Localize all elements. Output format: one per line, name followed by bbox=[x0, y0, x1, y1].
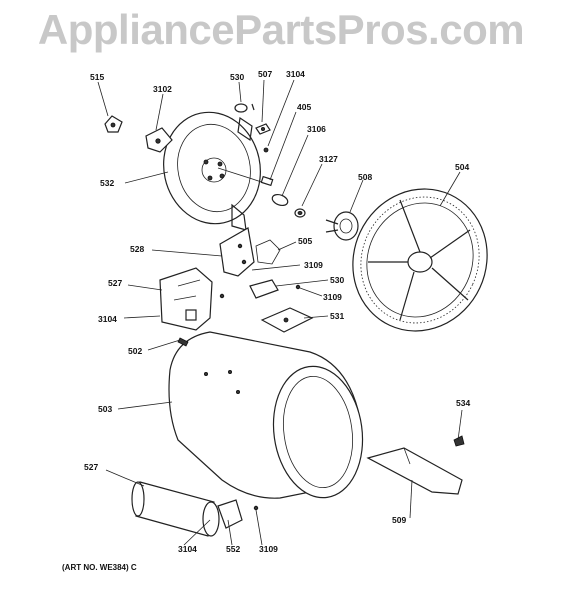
callout-3109-heater: 3109 bbox=[259, 544, 278, 554]
switch-530 bbox=[249, 279, 301, 299]
callout-labels: 515 3102 530 507 3104 405 3106 532 3127 … bbox=[84, 69, 470, 554]
callout-3104: 3104 bbox=[286, 69, 305, 79]
callout-405: 405 bbox=[297, 102, 311, 112]
callout-530-switch: 530 bbox=[330, 275, 344, 285]
motor-bracket-527-upper bbox=[159, 267, 225, 331]
callout-509: 509 bbox=[392, 515, 406, 525]
bearing-530-507 bbox=[234, 103, 271, 153]
callout-504: 504 bbox=[455, 162, 469, 172]
art-number: (ART NO. WE384) C bbox=[62, 563, 137, 572]
callout-3109: 3109 bbox=[304, 260, 323, 270]
plate-531 bbox=[260, 307, 314, 333]
callout-508: 508 bbox=[358, 172, 372, 182]
callout-505: 505 bbox=[298, 236, 312, 246]
drum-503 bbox=[168, 331, 364, 499]
callout-3106: 3106 bbox=[307, 124, 326, 134]
callout-3104-bracket: 3104 bbox=[98, 314, 117, 324]
callout-531: 531 bbox=[330, 311, 344, 321]
callout-527: 527 bbox=[108, 278, 122, 288]
callout-534: 534 bbox=[456, 398, 470, 408]
callout-502: 502 bbox=[128, 346, 142, 356]
callout-3109-switch: 3109 bbox=[323, 292, 342, 302]
callout-3104-heater: 3104 bbox=[178, 544, 197, 554]
callout-527-heater: 527 bbox=[84, 462, 98, 472]
bracket-528 bbox=[219, 227, 255, 277]
callout-3102: 3102 bbox=[153, 84, 172, 94]
roller-508 bbox=[325, 211, 359, 241]
baffle-509 bbox=[366, 435, 465, 495]
callout-3127: 3127 bbox=[319, 154, 338, 164]
leader-lines bbox=[97, 79, 463, 546]
rear-bulkhead-532 bbox=[163, 111, 261, 231]
plate-3102 bbox=[145, 127, 173, 153]
callout-528: 528 bbox=[130, 244, 144, 254]
callout-507: 507 bbox=[258, 69, 272, 79]
callout-515: 515 bbox=[90, 72, 104, 82]
heater-527-lower bbox=[131, 481, 259, 537]
gasket-505 bbox=[255, 239, 281, 265]
watermark-logo-text: AppliancePartsPros.com bbox=[37, 6, 525, 53]
callout-552: 552 bbox=[226, 544, 240, 554]
shaft-parts bbox=[217, 167, 306, 218]
bracket-515 bbox=[104, 115, 123, 133]
front-panel-504 bbox=[352, 188, 488, 332]
callout-530: 530 bbox=[230, 72, 244, 82]
callout-503: 503 bbox=[98, 404, 112, 414]
callout-532: 532 bbox=[100, 178, 114, 188]
